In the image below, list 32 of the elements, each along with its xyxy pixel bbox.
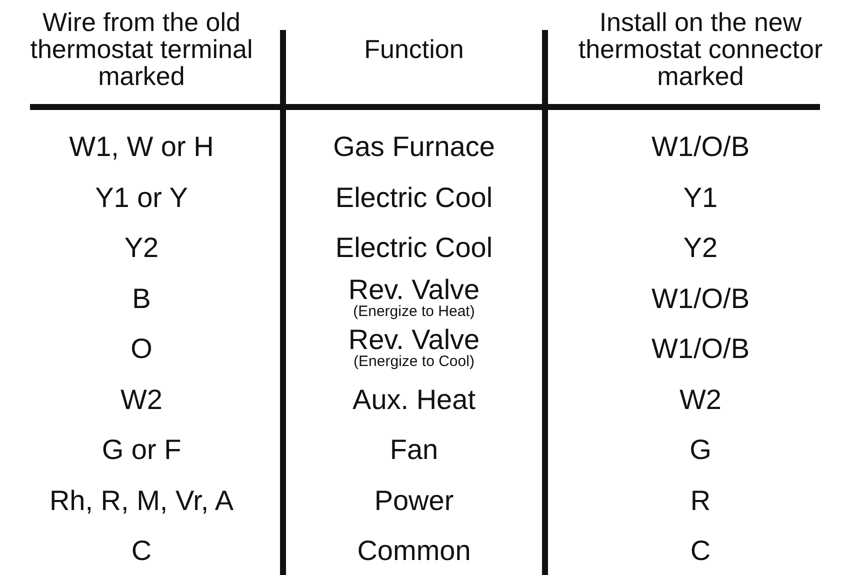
function-label: Fan — [390, 434, 438, 466]
new-connector-label: W1/O/B — [651, 333, 750, 366]
function-label: Electric Cool — [335, 182, 493, 214]
column-header: Install on the new thermostat connector marked — [577, 8, 824, 90]
new-connector-label: W1/O/B — [651, 282, 750, 315]
function-label: Common — [357, 535, 471, 568]
function-label: Gas Furnace — [333, 131, 495, 164]
new-connector-label: C — [690, 535, 711, 568]
old-terminal-label: Rh, R, M, Vr, A — [49, 484, 234, 517]
old-terminal-label: Y2 — [124, 232, 159, 264]
new-connector-label: Y1 — [683, 182, 718, 214]
old-terminal-label: G or F — [102, 434, 182, 466]
new-connector-label: W1/O/B — [651, 131, 750, 164]
new-connector-label: R — [690, 484, 711, 517]
function-note: (Energize to Heat) — [353, 302, 475, 321]
function-label: Rev. Valve — [348, 327, 480, 354]
old-terminal-label: O — [130, 333, 152, 366]
column-header: Wire from the old thermostat terminal marked — [29, 8, 254, 90]
new-connector-label: G — [690, 434, 712, 466]
old-terminal-label: B — [132, 282, 151, 315]
old-terminal-label: Y1 or Y — [95, 182, 188, 214]
old-terminal-label: W1, W or H — [69, 131, 214, 164]
old-terminal-label: C — [131, 535, 152, 568]
function-label: Electric Cool — [335, 232, 493, 264]
new-connector-label: Y2 — [683, 232, 718, 264]
function-note: (Energize to Cool) — [354, 353, 474, 372]
function-label: Rev. Valve — [348, 276, 480, 303]
function-label: Power — [374, 484, 454, 517]
column-header: Function — [364, 36, 464, 62]
new-connector-label: W2 — [680, 384, 722, 416]
old-terminal-label: W2 — [120, 384, 162, 416]
function-label: Aux. Heat — [352, 384, 476, 416]
